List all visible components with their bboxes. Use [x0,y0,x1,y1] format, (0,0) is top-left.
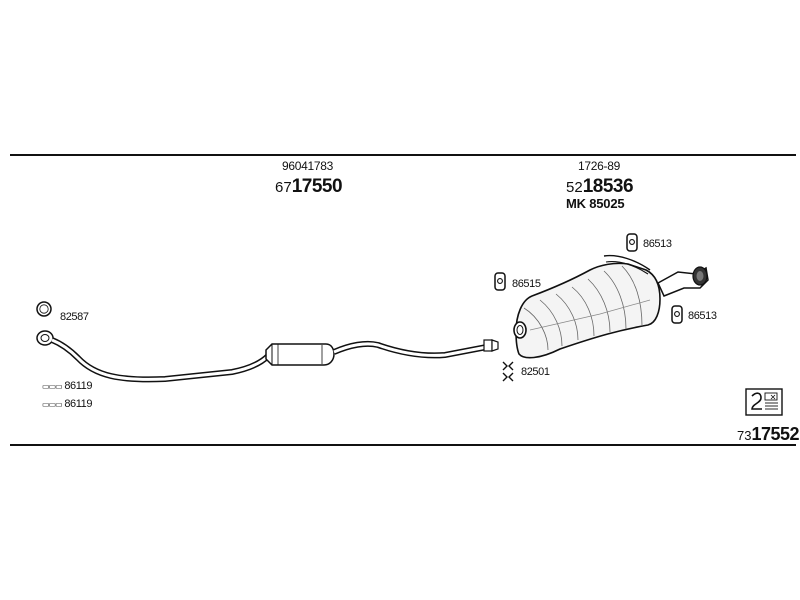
rubber-rear-code[interactable]: 86513 [688,310,717,322]
tailpipe[interactable] [657,266,709,297]
corner-main: 17552 [751,424,800,444]
front-pipe[interactable] [36,330,271,383]
intermediate-pipe[interactable] [332,339,499,359]
gasket-front-code[interactable]: 82587 [60,311,89,323]
top-divider-line [10,154,796,156]
bolt-2-code: 86119 [64,398,93,410]
rear-silencer[interactable] [513,254,661,359]
mounting-kit-label[interactable]: MK 85025 [566,196,625,211]
rear-oe-number: 1726-89 [578,159,620,173]
front-part-number[interactable]: 6717550 [275,176,343,197]
rubber-mount-top-icon[interactable] [626,233,638,252]
bottom-divider-line [10,444,796,446]
instruction-book-icon[interactable] [745,388,783,416]
corner-prefix: 73 [737,428,752,443]
bolt-1-code: 86119 [64,380,93,392]
bolt-1-row[interactable]: ▭▭▭ 86119 [42,380,93,392]
bolt-2-icon: ▭▭▭ [42,400,63,409]
rubber-top-code[interactable]: 86513 [643,238,672,250]
rear-part-prefix: 52 [566,179,583,196]
clamp-icon[interactable] [502,361,514,382]
bolt-1-icon: ▭▭▭ [42,382,63,391]
front-oe-number: 96041783 [282,159,333,173]
rear-part-main: 18536 [582,176,634,197]
rubber-mount-rear-icon[interactable] [671,305,683,324]
gasket-ring-icon[interactable] [36,301,52,317]
front-part-main: 17550 [291,176,343,197]
corner-part-number[interactable]: 7317552 [737,424,800,445]
middle-silencer[interactable] [265,343,335,366]
front-part-prefix: 67 [275,179,292,196]
rubber-mount-mid-icon[interactable] [494,272,506,291]
rubber-mid-code[interactable]: 86515 [512,278,541,290]
rear-part-number[interactable]: 5218536 [566,176,634,197]
bolt-2-row[interactable]: ▭▭▭ 86119 [42,398,93,410]
clamp-code[interactable]: 82501 [521,366,550,378]
